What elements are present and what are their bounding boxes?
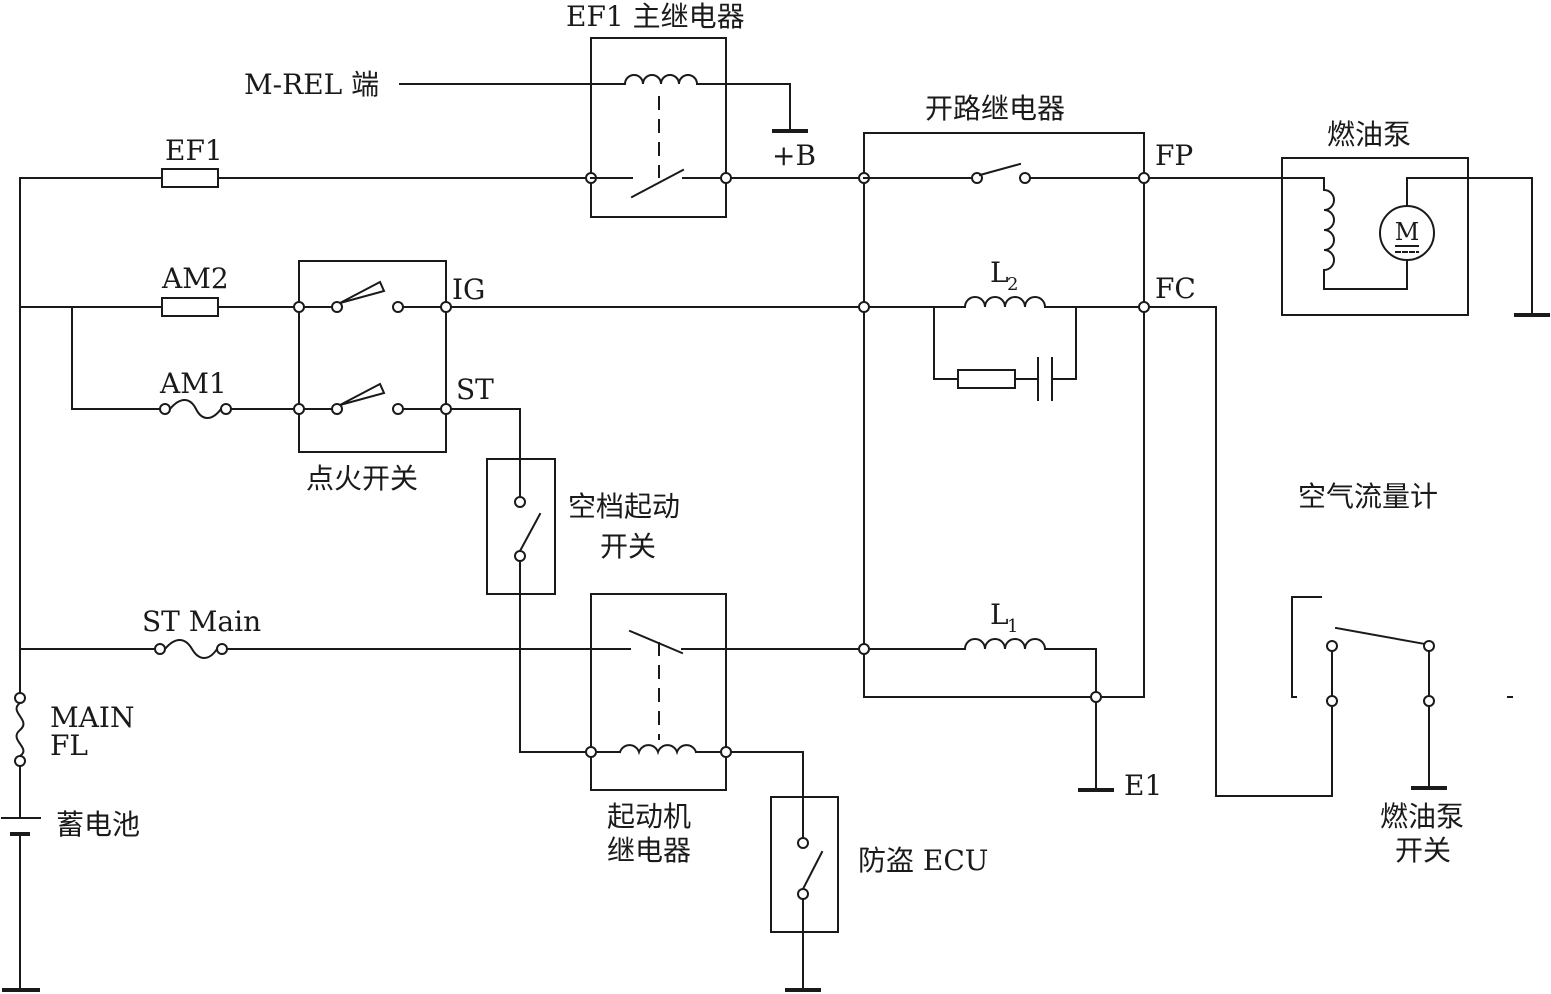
am2-fuse-label: AM2 bbox=[161, 262, 229, 295]
plus-b-label: +B bbox=[772, 139, 816, 172]
ef1-fuse-icon bbox=[161, 168, 219, 188]
motor-label: M bbox=[1395, 218, 1420, 246]
fc-label: FC bbox=[1155, 272, 1196, 305]
ignition-switch-label: 点火开关 bbox=[306, 462, 418, 495]
starter-relay-label-2: 继电器 bbox=[607, 834, 691, 867]
relay-coil-icon bbox=[623, 74, 699, 86]
l2-subscript: 2 bbox=[1007, 274, 1018, 295]
ef1-main-relay bbox=[399, 37, 808, 218]
fp-label: FP bbox=[1155, 139, 1193, 172]
fuel-pump-switch-contact-icon bbox=[1334, 626, 1427, 646]
neutral-start-label-2: 开关 bbox=[600, 530, 656, 563]
ef1-fuse-label: EF1 bbox=[165, 134, 223, 167]
am2-line bbox=[19, 297, 300, 317]
am1-fuse-label: AM1 bbox=[159, 367, 227, 400]
neutral-start-label-1: 空档起动 bbox=[568, 490, 680, 523]
air-flow-meter bbox=[1148, 306, 1513, 797]
e1-label: E1 bbox=[1124, 769, 1162, 802]
circuit-opening-relay-label: 开路继电器 bbox=[925, 92, 1065, 125]
st-main-fuse-label: ST Main bbox=[142, 605, 261, 638]
relay-contact-icon bbox=[630, 168, 685, 199]
m-rel-label: M-REL 端 bbox=[244, 68, 379, 101]
am1-fuse-icon bbox=[168, 399, 223, 419]
fuel-pump bbox=[1148, 157, 1550, 317]
ig-switch-lever-icon bbox=[339, 280, 386, 304]
starter-relay-label-1: 起动机 bbox=[607, 800, 691, 833]
opening-relay-contact-icon bbox=[978, 162, 1022, 177]
st-terminal-label: ST bbox=[456, 373, 494, 406]
battery-bus bbox=[1, 177, 41, 992]
ef1-main-relay-label: EF1 主继电器 bbox=[566, 0, 745, 33]
neutral-start-switch bbox=[450, 408, 587, 753]
am2-fuse-icon bbox=[161, 297, 219, 317]
anti-theft-ecu bbox=[730, 751, 839, 992]
l2-coil-icon bbox=[963, 296, 1047, 309]
starter-relay-coil-icon bbox=[618, 744, 698, 756]
st-main-fuse-icon bbox=[163, 639, 219, 659]
fuel-pump-label: 燃油泵 bbox=[1327, 118, 1411, 151]
fuel-pump-switch-label-1: 燃油泵 bbox=[1380, 800, 1464, 833]
am1-line bbox=[71, 306, 295, 419]
l1-coil-icon bbox=[963, 638, 1047, 651]
st-switch-lever-icon bbox=[339, 382, 386, 406]
starter-relay bbox=[585, 593, 860, 791]
main-fl-label-1: MAIN bbox=[50, 701, 134, 734]
pump-coil-icon bbox=[1322, 188, 1335, 272]
ignition-switch bbox=[293, 260, 452, 453]
air-flow-meter-label: 空气流量计 bbox=[1298, 480, 1438, 513]
st-main-line bbox=[19, 639, 631, 659]
l2-label: L bbox=[990, 256, 1009, 289]
anti-theft-ecu-label: 防盗 ECU bbox=[858, 844, 988, 877]
ef1-line bbox=[19, 168, 587, 188]
ecu-switch-contact-icon bbox=[801, 850, 824, 891]
ig-terminal-label: IG bbox=[452, 273, 485, 306]
main-fl-label-2: FL bbox=[50, 729, 88, 762]
circuit-opening-relay bbox=[858, 132, 1150, 792]
l1-label: L bbox=[990, 598, 1009, 631]
starter-relay-contact-icon bbox=[628, 629, 684, 655]
neutral-switch-contact-icon bbox=[518, 512, 542, 553]
resistor-icon bbox=[957, 369, 1016, 389]
battery-label: 蓄电池 bbox=[56, 808, 140, 841]
l1-subscript: 1 bbox=[1007, 616, 1018, 637]
fuel-pump-switch-label-2: 开关 bbox=[1395, 834, 1451, 867]
